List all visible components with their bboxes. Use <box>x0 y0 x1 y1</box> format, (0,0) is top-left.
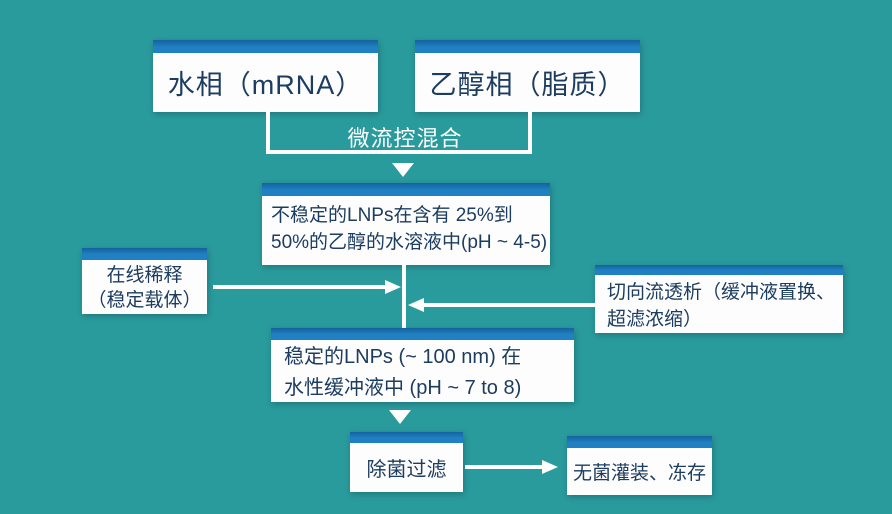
node-text-line: 稳定的LNPs (~ 100 nm) 在 <box>284 346 522 368</box>
connector-merge-horizontal <box>266 150 532 154</box>
node-unstable-lnps: 不稳定的LNPs在含有 25%到 50%的乙醇的水溶液中(pH ~ 4-5) <box>262 183 550 265</box>
arrowhead-down-icon <box>389 410 411 424</box>
node-tangential-flow-dialysis: 切向流透析（缓冲液置换、 超滤浓缩） <box>595 265 843 333</box>
node-text-line: 50%的乙醇的水溶液中(pH ~ 4-5) <box>271 232 548 253</box>
node-text-line: 超滤浓缩） <box>607 309 703 330</box>
node-sterile-filtration-label: 除菌过滤 <box>366 459 447 481</box>
node-aqueous-phase: 水相（mRNA） <box>153 40 378 112</box>
node-aseptic-filling-label: 无菌灌装、冻存 <box>572 463 706 484</box>
connector-dilution-arrow <box>213 285 387 289</box>
node-sterile-filtration: 除菌过滤 <box>350 432 463 492</box>
node-aseptic-filling: 无菌灌装、冻存 <box>567 436 712 495</box>
node-accent-bar <box>271 328 574 340</box>
connector-ethanol-down <box>528 112 532 154</box>
node-accent-bar <box>595 265 843 275</box>
microfluidic-mixing-label: 微流控混合 <box>347 126 463 151</box>
node-tangential-flow-dialysis-label: 切向流透析（缓冲液置换、 超滤浓缩） <box>595 279 843 333</box>
node-text-line: （稳定载体） <box>87 290 202 311</box>
connector-aqueous-down <box>266 112 270 154</box>
node-text-line: 切向流透析（缓冲液置换、 <box>607 282 836 303</box>
node-accent-bar <box>153 40 378 53</box>
connector-filling-arrow <box>465 465 543 469</box>
node-stable-lnps-label: 稳定的LNPs (~ 100 nm) 在 水性缓冲液中 (pH ~ 7 to 8… <box>271 342 574 404</box>
connector-tff-arrow <box>424 303 595 307</box>
arrowhead-down-icon <box>392 163 414 177</box>
arrowhead-right-icon <box>542 460 558 474</box>
node-accent-bar <box>350 432 463 443</box>
node-ethanol-phase-label: 乙醇相（脂质） <box>429 70 626 100</box>
node-inline-dilution: 在线稀释 （稳定载体） <box>82 248 207 314</box>
arrowhead-right-icon <box>385 280 401 294</box>
node-stable-lnps: 稳定的LNPs (~ 100 nm) 在 水性缓冲液中 (pH ~ 7 to 8… <box>271 328 574 402</box>
node-aqueous-phase-label: 水相（mRNA） <box>167 70 364 100</box>
node-accent-bar <box>262 183 550 196</box>
connector-unstable-to-stable <box>402 265 406 328</box>
node-accent-bar <box>415 40 640 53</box>
node-text-line: 不稳定的LNPs在含有 25%到 <box>271 205 513 226</box>
node-ethanol-phase: 乙醇相（脂质） <box>415 40 640 112</box>
node-text-line: 在线稀释 <box>106 265 183 286</box>
node-accent-bar <box>82 248 207 260</box>
arrowhead-left-icon <box>408 298 424 312</box>
node-inline-dilution-label: 在线稀释 （稳定载体） <box>82 263 207 313</box>
node-unstable-lnps-label: 不稳定的LNPs在含有 25%到 50%的乙醇的水溶液中(pH ~ 4-5) <box>262 202 550 256</box>
node-accent-bar <box>567 436 712 448</box>
node-text-line: 水性缓冲液中 (pH ~ 7 to 8) <box>284 377 522 399</box>
